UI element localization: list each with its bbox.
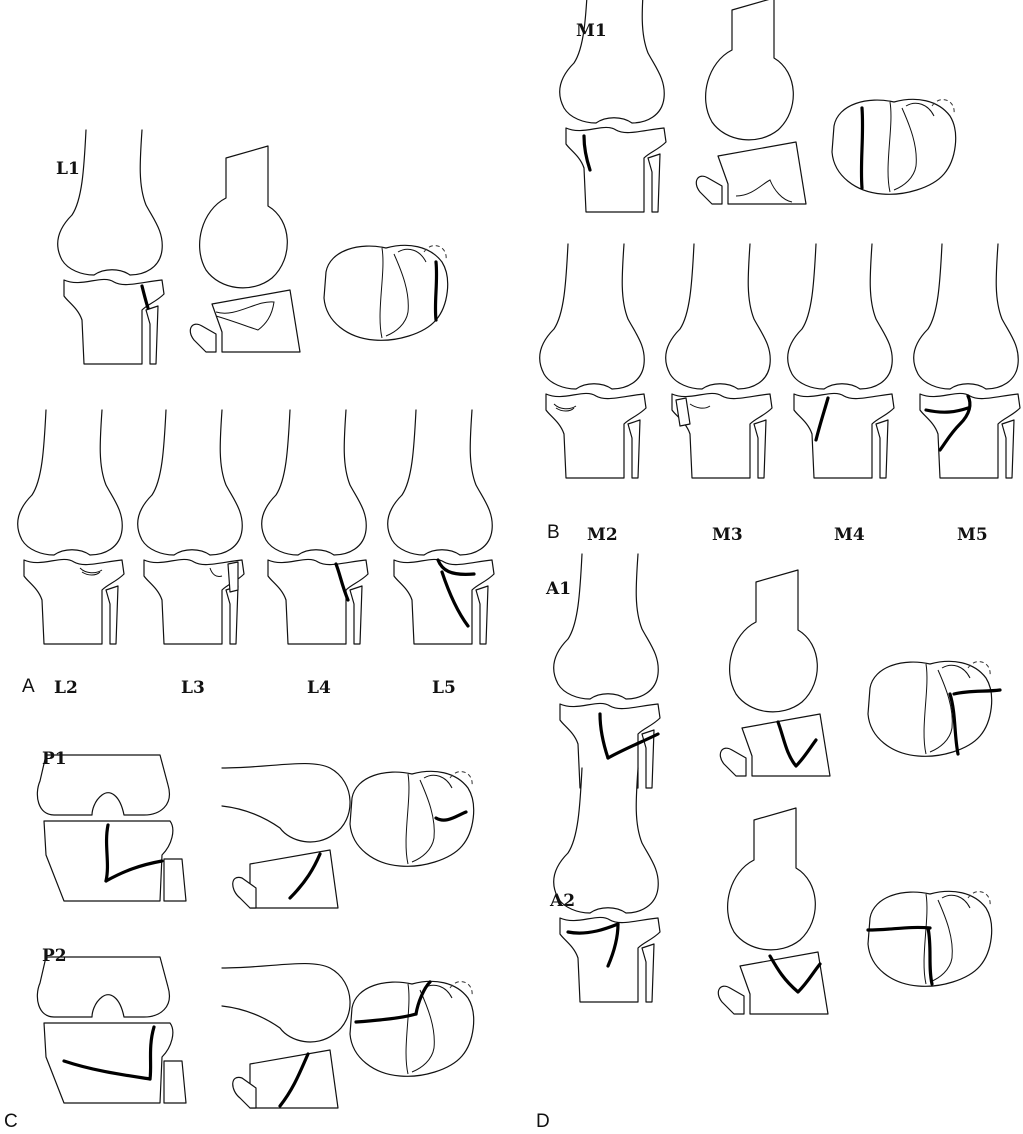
a1-lateral-view xyxy=(720,570,830,776)
label-l4: L4 xyxy=(307,678,331,698)
label-a2: A2 xyxy=(549,891,575,911)
panel-label-a: A xyxy=(22,676,35,697)
l5-ap-view xyxy=(388,410,494,644)
p2-plateau-view xyxy=(350,981,474,1076)
label-l3: L3 xyxy=(181,678,205,698)
label-l1: L1 xyxy=(56,159,80,179)
panel-d: A1 A2 D xyxy=(536,554,1000,1132)
panel-c: P1 P2 C xyxy=(4,749,474,1132)
p2-posterior-view xyxy=(37,957,186,1103)
l3-ap-view xyxy=(138,410,244,644)
m1-lateral-view xyxy=(696,0,806,204)
label-m1: M1 xyxy=(576,21,607,41)
label-p2: P2 xyxy=(42,946,67,966)
label-m4: M4 xyxy=(834,525,865,545)
a2-plateau-view xyxy=(868,891,992,986)
panel-label-b: B xyxy=(547,522,560,543)
p1-lateral-view xyxy=(222,764,350,908)
a2-ap-view xyxy=(554,768,660,1002)
label-a1: A1 xyxy=(545,579,571,599)
panel-label-c: C xyxy=(4,1111,18,1132)
l1-lateral-view xyxy=(190,146,300,352)
p1-posterior-view xyxy=(37,755,186,901)
a2-lateral-view xyxy=(718,808,828,1014)
label-l5: L5 xyxy=(432,678,456,698)
m2-ap-view xyxy=(540,244,646,478)
l4-ap-view xyxy=(262,410,368,644)
panel-b: M1 M2 M3 M4 M5 B xyxy=(540,0,1020,545)
label-l2: L2 xyxy=(54,678,78,698)
m3-ap-view xyxy=(666,244,772,478)
panel-a: L1 L2 L3 L4 L5 A xyxy=(18,130,494,698)
panel-label-d: D xyxy=(536,1111,550,1132)
m5-ap-view xyxy=(914,244,1020,478)
p2-lateral-view xyxy=(222,964,350,1108)
label-m3: M3 xyxy=(712,525,743,545)
p1-plateau-view xyxy=(350,771,474,866)
a1-plateau-view xyxy=(868,661,1000,756)
m1-plateau-view xyxy=(832,99,956,194)
label-p1: P1 xyxy=(42,749,67,769)
l2-ap-view xyxy=(18,410,124,644)
label-m5: M5 xyxy=(957,525,988,545)
label-m2: M2 xyxy=(587,525,618,545)
l1-plateau-view xyxy=(324,245,448,340)
m4-ap-view xyxy=(788,244,894,478)
